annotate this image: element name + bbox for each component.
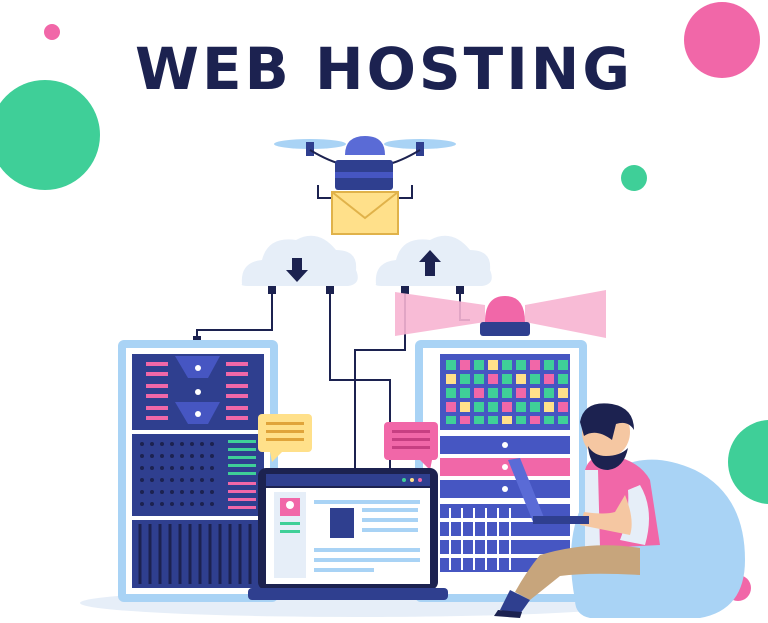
left-server-rack bbox=[118, 340, 278, 602]
status-grid bbox=[446, 360, 568, 424]
upload-arrow-icon bbox=[419, 250, 441, 276]
alarm-beacon-icon bbox=[395, 290, 606, 338]
deco-circle-small-pink bbox=[44, 24, 60, 40]
right-server-rack bbox=[415, 340, 587, 602]
page-title: WEB HOSTING bbox=[135, 35, 633, 103]
upload-cloud bbox=[375, 235, 492, 286]
laptop-icon bbox=[248, 468, 448, 600]
deco-circle-small-teal bbox=[621, 165, 647, 191]
server-vent-dots bbox=[140, 442, 214, 506]
deco-circle-big-pink bbox=[684, 2, 760, 78]
laptop-icon bbox=[508, 458, 589, 524]
envelope-icon bbox=[331, 191, 399, 235]
chat-bubble-icon bbox=[258, 414, 312, 462]
download-cloud bbox=[241, 235, 358, 286]
person-with-laptop bbox=[494, 403, 660, 618]
deco-circle-big-teal bbox=[0, 80, 100, 190]
drone-icon bbox=[274, 136, 456, 199]
chat-bubble-icon bbox=[384, 422, 438, 470]
download-arrow-icon bbox=[286, 258, 308, 282]
deco-circle-right-teal bbox=[728, 420, 768, 504]
